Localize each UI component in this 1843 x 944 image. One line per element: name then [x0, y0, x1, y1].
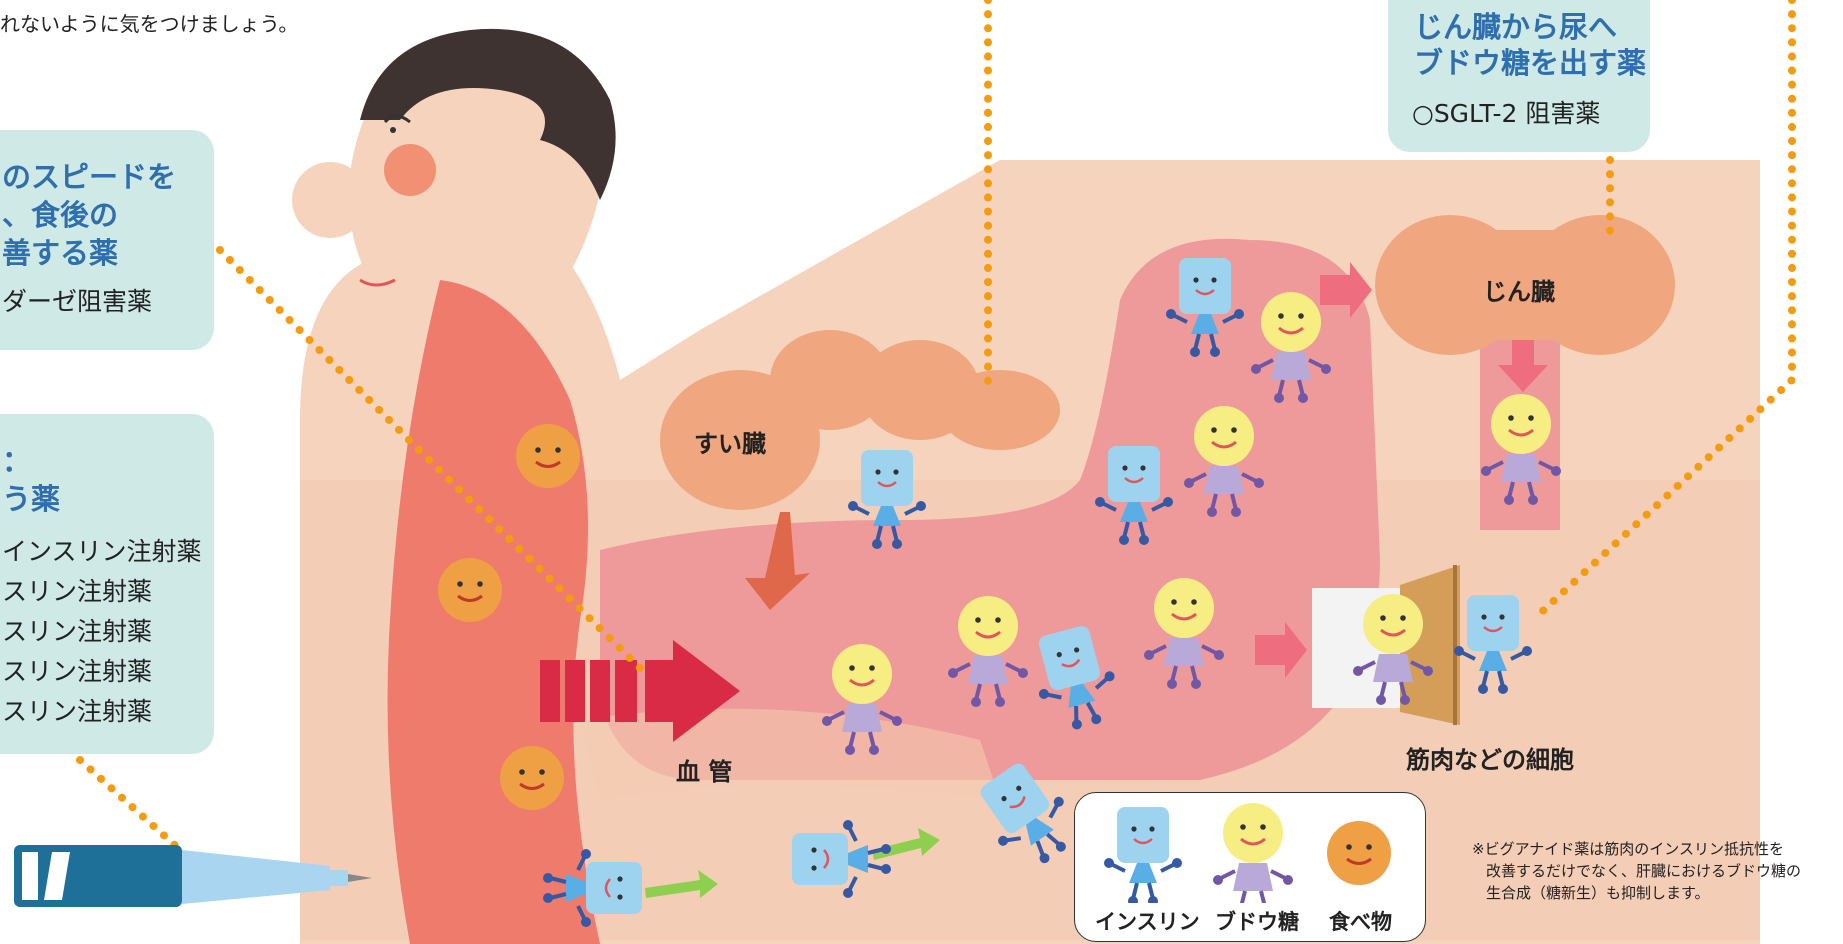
kidney-box-item: ○SGLT-2 阻害薬 [1412, 94, 1600, 134]
left-box2-item: インスリン注射薬 [2, 532, 202, 572]
legend-insulin-label: インスリン [1095, 906, 1200, 936]
vessel-label: 血 管 [676, 752, 732, 787]
left-box1-item: ダーゼ阻害薬 [2, 282, 152, 322]
legend-glucose-label: ブドウ糖 [1215, 906, 1299, 936]
legend: インスリン ブドウ糖 食べ物 [1074, 792, 1426, 942]
left-box2-title-line1: ： [2, 442, 31, 480]
legend-icons [1075, 793, 1425, 903]
left-box2-title-line2: う薬 [2, 480, 60, 518]
left-box1-title-line1: のスピードを [2, 158, 176, 196]
footnote-line: 改善するだけでなく、肝臓におけるブドウ糖の [1472, 860, 1842, 882]
legend-food-icon [1327, 821, 1391, 885]
left-box2-item: スリン注射薬 [2, 692, 152, 732]
footnote-line: 生合成（糖新生）も抑制します。 [1472, 882, 1842, 904]
kidney-drug-box: じん臓から尿へ ブドウ糖を出す薬 ○SGLT-2 阻害薬 [1388, 0, 1650, 152]
left-drug-box-1: のスピードを 、食後の 善する薬 ダーゼ阻害薬 [0, 130, 214, 350]
legend-insulin-icon [1104, 807, 1182, 903]
legend-food-label: 食べ物 [1329, 906, 1392, 936]
left-box2-item: スリン注射薬 [2, 612, 152, 652]
left-drug-box-2: ： う薬 インスリン注射薬 スリン注射薬 スリン注射薬 スリン注射薬 スリン注射… [0, 414, 214, 754]
food-character [500, 746, 564, 810]
left-box1-title-line2: 、食後の [2, 196, 118, 234]
food-character [438, 558, 502, 622]
food-character [516, 424, 580, 488]
kidney-label: じん臓 [1483, 272, 1555, 307]
kidney-box-title-line1: じん臓から尿へ [1414, 8, 1617, 46]
muscle-cell-label: 筋肉などの細胞 [1406, 740, 1574, 775]
pancreas-label: すい臓 [694, 424, 766, 459]
footnote-line: ※ビグアナイド薬は筋肉のインスリン抵抗性を [1472, 838, 1842, 860]
left-box1-title-line3: 善する薬 [2, 234, 118, 272]
left-box2-item: スリン注射薬 [2, 652, 152, 692]
legend-glucose-icon [1213, 803, 1293, 903]
left-box2-item: スリン注射薬 [2, 572, 152, 612]
top-caption: れないように気をつけましょう。 [0, 8, 298, 37]
kidney-box-title-line2: ブドウ糖を出す薬 [1414, 44, 1646, 82]
footnote: ※ビグアナイド薬は筋肉のインスリン抵抗性を 改善するだけでなく、肝臓におけるブド… [1472, 838, 1842, 904]
